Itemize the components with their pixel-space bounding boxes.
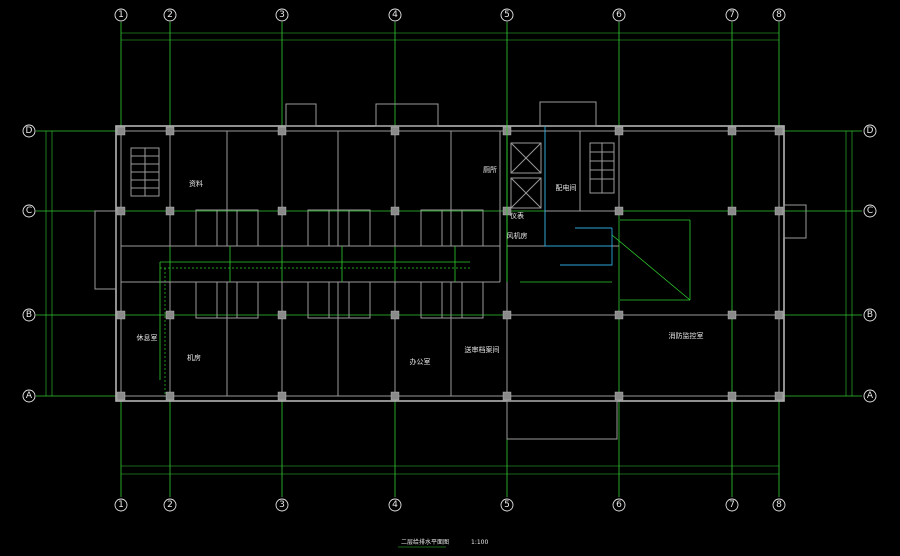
axis-label-5-bottom: 5 (504, 500, 510, 510)
drain-pipes (159, 120, 691, 396)
axis-label-3-top: 3 (279, 10, 285, 20)
drawing-title-text: 二层给排水平面图 (401, 538, 449, 546)
room-label: 休息室 (137, 333, 158, 342)
drawing-title: 二层给排水平面图 1:100 (398, 538, 488, 548)
room-labels: 资料 休息室 机房 厕所 仪表 配电间 风机房 办公室 送审档案间 消防监控室 (137, 165, 704, 366)
room-label: 风机房 (507, 231, 528, 240)
projections (94, 101, 807, 440)
axis-label-b-right: B (867, 310, 873, 320)
axis-label-6-bottom: 6 (616, 500, 622, 510)
exterior-walls (115, 125, 785, 402)
toilet-blocks (195, 209, 484, 319)
room-label: 送审档案间 (465, 345, 500, 354)
stairs (130, 142, 615, 209)
column-grid-lines (120, 22, 780, 497)
axis-label-8-bottom: 8 (776, 500, 782, 510)
room-label: 厕所 (483, 165, 497, 174)
room-label: 仪表 (510, 211, 524, 220)
room-label: 配电间 (556, 183, 577, 192)
room-label: 机房 (187, 353, 201, 362)
axis-label-4-bottom: 4 (392, 500, 398, 510)
axis-label-a-right: A (867, 391, 874, 401)
room-label: 消防监控室 (669, 331, 704, 340)
axis-label-3-bottom: 3 (279, 500, 285, 510)
axis-bubbles-top: 1 2 3 4 5 6 7 8 (114, 8, 786, 22)
drawing-scale-text: 1:100 (471, 539, 488, 546)
columns (116, 126, 784, 401)
axis-bubbles-left: D C B A (22, 124, 36, 403)
axis-label-1-top: 1 (118, 10, 124, 20)
axis-label-2-bottom: 2 (167, 500, 173, 510)
axis-label-a-left: A (26, 391, 33, 401)
axis-label-c-left: C (26, 206, 32, 216)
axis-label-2-top: 2 (167, 10, 173, 20)
room-label: 办公室 (410, 357, 431, 366)
dimension-lines (45, 32, 853, 475)
axis-label-b-left: B (26, 310, 32, 320)
supply-pipes (544, 126, 613, 266)
axis-label-d-left: D (26, 126, 33, 136)
axis-label-8-top: 8 (776, 10, 782, 20)
axis-bubbles-bottom: 1 2 3 4 5 6 7 8 (114, 498, 786, 512)
axis-label-5-top: 5 (504, 10, 510, 20)
axis-label-7-top: 7 (729, 10, 735, 20)
axis-bubbles-right: D C B A (863, 124, 877, 403)
axis-label-d-right: D (867, 126, 874, 136)
interior-walls (121, 131, 779, 396)
axis-label-c-right: C (867, 206, 873, 216)
axis-label-7-bottom: 7 (729, 500, 735, 510)
axis-label-6-top: 6 (616, 10, 622, 20)
axis-label-4-top: 4 (392, 10, 398, 20)
room-label: 资料 (189, 179, 203, 188)
axis-label-1-bottom: 1 (118, 500, 124, 510)
